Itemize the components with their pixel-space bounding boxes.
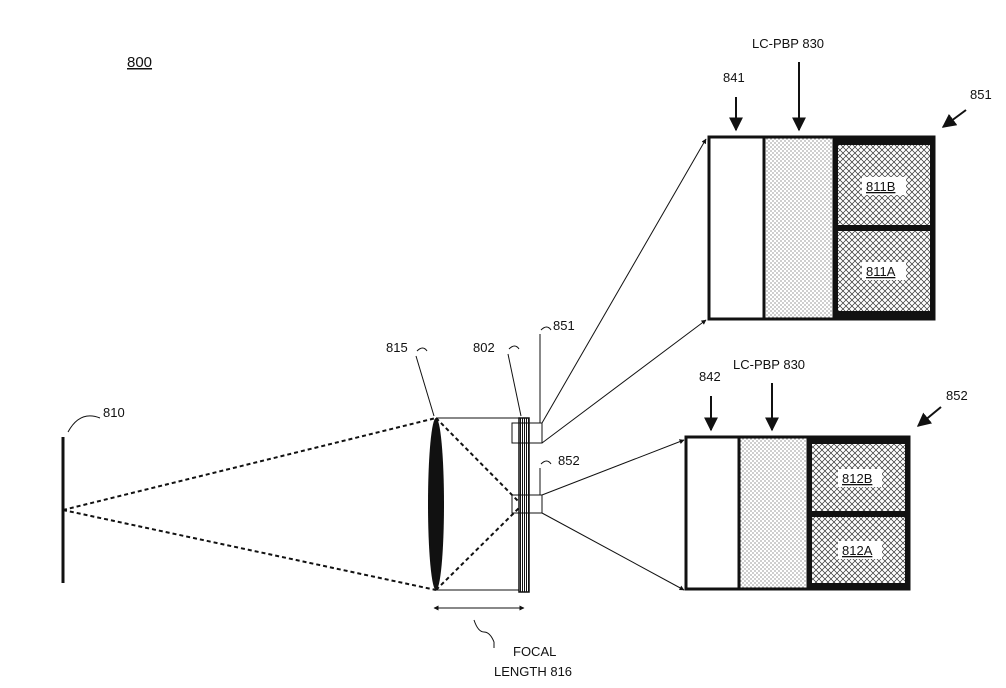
focal-label-line1: FOCAL: [513, 644, 556, 659]
detail-top: 811B 811A 841 LC-PBP 830 851: [707, 36, 992, 321]
ray-lower: [62, 509, 437, 591]
detail-bottom-812b-bg: [838, 469, 882, 487]
detail-bottom-812a-label: 812A: [842, 543, 873, 558]
focus-ray-1: [435, 417, 523, 506]
lens-leader: [415, 347, 435, 417]
detail-top-851-arrow: [941, 109, 967, 128]
sensor: [518, 417, 530, 593]
detail-bottom-812b-label: 812B: [842, 471, 872, 486]
object-leader: [67, 415, 101, 433]
region-851-leader: [539, 326, 552, 423]
region-852-label: 852: [558, 453, 580, 468]
sensor-label: 802: [473, 340, 495, 355]
ray-upper: [62, 417, 437, 511]
detail-top-811b-label: 811B: [866, 179, 895, 194]
detail-top-841-label: 841: [723, 70, 745, 85]
detail-bottom-lcpbp: [737, 435, 810, 591]
region-851-label: 851: [553, 318, 575, 333]
figure-number: 800: [127, 54, 152, 71]
detail-bottom-852-label: 852: [946, 388, 968, 403]
sensor-leader: [507, 345, 522, 417]
zoom-top-lower: [541, 319, 707, 444]
detail-bottom-lcpbp-label: LC-PBP 830: [733, 357, 805, 372]
region-852-leader: [539, 460, 552, 495]
detail-bottom: 812B 812A 842 LC-PBP 830 852: [684, 357, 968, 591]
object-label: 810: [103, 405, 125, 420]
lens: [428, 418, 444, 590]
detail-top-layer-841: [707, 135, 766, 321]
detail-bottom-852-arrow: [916, 406, 942, 427]
focal-brace: [473, 619, 495, 648]
zoom-bottom-upper: [541, 439, 685, 496]
focal-label-line2: LENGTH 816: [494, 664, 572, 679]
detail-top-811a-bg: [862, 262, 906, 280]
detail-bottom-layer-842: [684, 435, 741, 591]
detail-bottom-812a-bg: [838, 541, 882, 559]
detail-top-851-label: 851: [970, 87, 992, 102]
detail-top-811b-bg: [862, 177, 906, 195]
focus-ray-2: [435, 504, 523, 591]
zoom-top-upper: [541, 138, 707, 424]
detail-top-lcpbp: [762, 135, 836, 321]
detail-top-811a-label: 811A: [866, 264, 896, 279]
zoom-bottom-lower: [541, 512, 685, 591]
region-852-box: [511, 494, 543, 514]
lens-label: 815: [386, 340, 408, 355]
detail-bottom-842-label: 842: [699, 369, 721, 384]
detail-top-lcpbp-label: LC-PBP 830: [752, 36, 824, 51]
region-851-box: [511, 422, 543, 444]
